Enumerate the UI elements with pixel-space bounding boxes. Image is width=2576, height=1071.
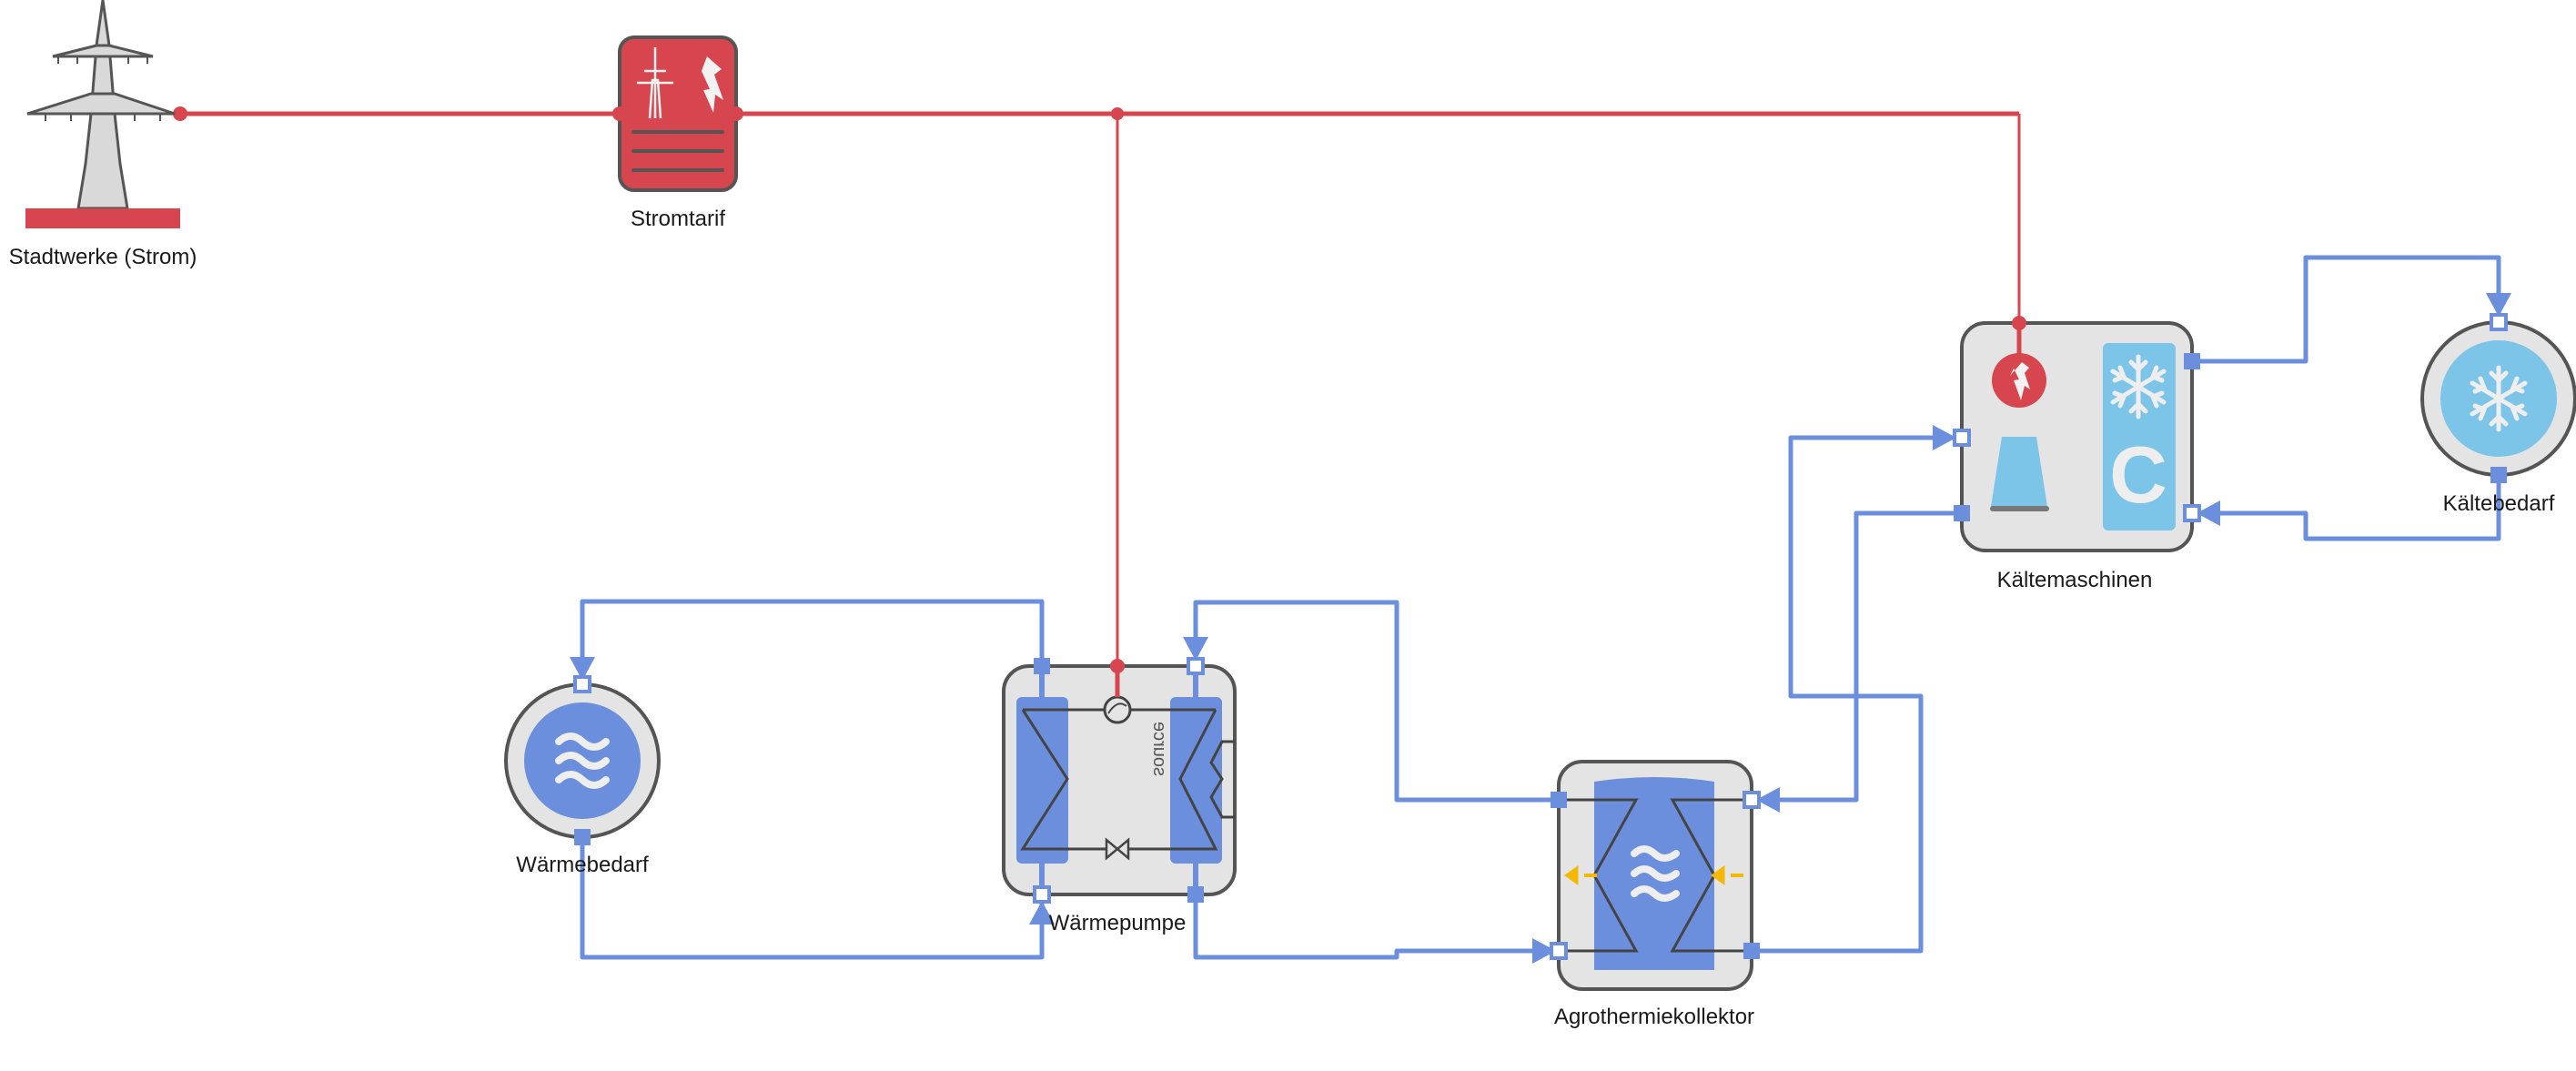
port-cooling-out[interactable] <box>1743 943 1760 959</box>
flow-arrow <box>1029 901 1055 924</box>
node-kaeltebedarf[interactable]: Kältebedarf <box>2420 313 2576 516</box>
power-pylon-icon <box>26 0 176 210</box>
flow-arrow <box>570 657 595 681</box>
chiller-icon: C <box>1990 323 2176 530</box>
pipe-cold-demand-to-chiller[interactable] <box>2197 472 2501 541</box>
pipe-collector-to-chiller[interactable] <box>1749 435 1957 954</box>
supply-bar <box>25 208 180 228</box>
port-source-in[interactable] <box>1187 657 1205 675</box>
label-agrothermie: Agrothermiekollektor <box>1554 1005 1754 1029</box>
node-stadtwerke[interactable]: Stadtwerke (Strom) <box>9 0 197 269</box>
port-cold-in[interactable] <box>2183 504 2201 522</box>
snowflake-icon <box>2110 354 2167 419</box>
heat-pump-icon: source <box>1016 695 1235 864</box>
node-agrothermie[interactable]: Agrothermiekollektor <box>1550 760 1761 1029</box>
flow-arrow <box>1933 425 1956 450</box>
port-source-out[interactable] <box>1187 886 1204 903</box>
evaporator <box>1170 697 1222 864</box>
port-heat-in[interactable] <box>573 675 591 693</box>
flow-arrow <box>2486 293 2511 317</box>
pipe-chiller-to-cold-demand[interactable] <box>2189 255 2501 364</box>
electric-connections <box>173 106 2021 666</box>
source-label: source <box>1149 722 1169 776</box>
cold-panel <box>2103 343 2176 530</box>
port-cold-in[interactable] <box>2490 313 2508 331</box>
mini-pylon-icon <box>637 47 673 119</box>
pipe-heatpump-to-heat-demand[interactable] <box>580 599 1045 681</box>
expansion-valve-icon <box>1105 837 1130 861</box>
lightning-icon <box>697 56 723 113</box>
port-recool-out[interactable] <box>1954 505 1970 521</box>
pipe-heat-demand-to-heatpump[interactable] <box>580 834 1045 960</box>
water-connections <box>570 255 2511 964</box>
port-heat-out[interactable] <box>1034 658 1050 674</box>
ground-collector-icon <box>1559 777 1752 970</box>
port-electric-out[interactable] <box>729 106 743 121</box>
port-heat-return[interactable] <box>1033 885 1051 904</box>
node-kaeltemaschinen[interactable]: C Kältemaschinen <box>1953 316 2201 592</box>
label-stromtarif: Stromtarif <box>631 207 725 231</box>
flow-arrow <box>1532 938 1556 964</box>
label-kaeltemaschinen: Kältemaschinen <box>1997 568 2153 592</box>
condenser <box>1016 697 1068 864</box>
junction-dot <box>173 106 187 121</box>
node-stromtarif[interactable]: Stromtarif <box>612 35 743 231</box>
cooling-tower-icon <box>1991 437 2047 507</box>
tariff-box <box>618 35 738 192</box>
node-waermepumpe[interactable]: source Wärmepumpe <box>1002 657 1237 935</box>
flow-arrow <box>1756 787 1780 813</box>
pipe-chiller-to-collector[interactable] <box>1756 510 1965 803</box>
node-waermebedarf[interactable]: Wärmebedarf <box>504 675 661 877</box>
chiller-c-label: C <box>2109 429 2167 520</box>
port-cooling-in[interactable] <box>1743 791 1761 809</box>
port-recool-in[interactable] <box>1953 429 1971 447</box>
heat-flow-arrow-icon <box>1564 865 1743 885</box>
port-electric-in[interactable] <box>2012 316 2026 330</box>
label-waermebedarf: Wärmebedarf <box>516 853 649 877</box>
junction-dot <box>1111 107 1124 120</box>
label-stadtwerke: Stadtwerke (Strom) <box>9 245 197 269</box>
port-cold-out[interactable] <box>2490 467 2507 483</box>
lightning-icon <box>2010 362 2030 400</box>
heat-waves-icon <box>555 733 610 789</box>
tariff-icon <box>631 47 724 172</box>
label-kaeltebedarf: Kältebedarf <box>2443 491 2555 516</box>
pipe-heatpump-to-collector[interactable] <box>1193 892 1554 960</box>
port-cold-out[interactable] <box>2184 353 2200 369</box>
port-source-in[interactable] <box>1550 942 1568 960</box>
snowflake-icon <box>2470 365 2528 432</box>
flow-arrow <box>2197 500 2220 526</box>
flow-arrow <box>1183 637 1208 661</box>
compressor-icon <box>1103 695 1132 724</box>
port-source-out[interactable] <box>1551 792 1567 808</box>
port-electric-in[interactable] <box>612 106 627 121</box>
pipe-collector-to-heatpump[interactable] <box>1193 600 1561 803</box>
label-waermepumpe: Wärmepumpe <box>1049 911 1187 935</box>
port-heat-out[interactable] <box>574 829 591 845</box>
heat-waves-icon <box>1631 845 1680 902</box>
